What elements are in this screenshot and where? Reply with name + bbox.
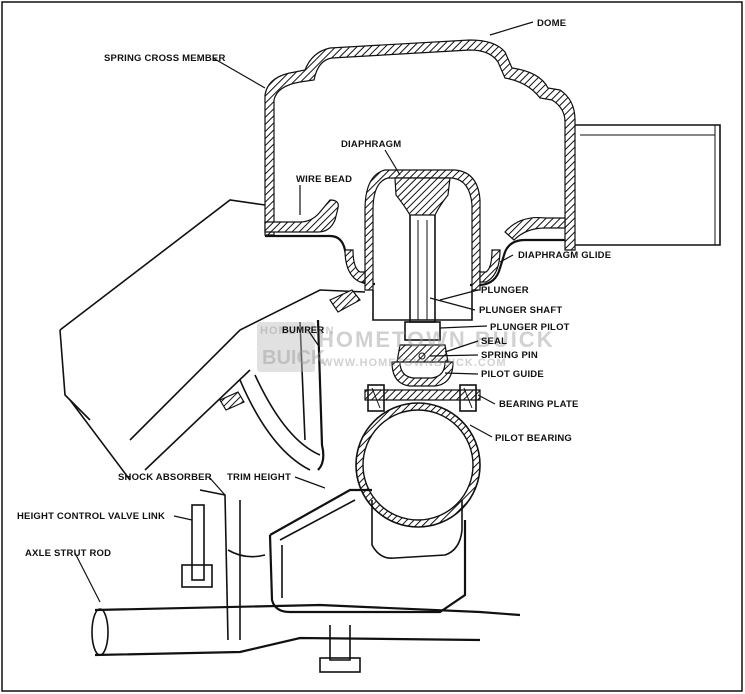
label-pilot-guide: PILOT GUIDE — [481, 369, 544, 380]
label-seal: SEAL — [481, 336, 507, 347]
label-bearing-plate: BEARING PLATE — [499, 399, 578, 410]
bearing-plate — [364, 384, 481, 412]
watermark-badge — [257, 322, 315, 372]
watermark-badge-top: HOMETOWN — [260, 325, 334, 337]
shock-absorber-body — [59, 199, 366, 481]
watermark-badge-bottom: BUICK — [262, 347, 326, 369]
label-wire-bead: WIRE BEAD — [296, 174, 352, 185]
label-bumper: BUMPER — [282, 325, 324, 336]
watermark-url: WWW.HOMETOWNBUICK.COM — [322, 357, 507, 369]
label-pilot-bearing: PILOT BEARING — [495, 433, 572, 444]
label-spring-cross-member: SPRING CROSS MEMBER — [104, 53, 226, 64]
label-axle-strut-rod: AXLE STRUT ROD — [25, 548, 111, 559]
label-spring-pin: SPRING PIN — [481, 350, 538, 361]
label-plunger-pilot: PLUNGER PILOT — [490, 322, 570, 333]
watermark: HOMETOWN BUICK HOMETOWN BUICK WWW.HOMETO… — [257, 322, 555, 372]
label-dome: DOME — [537, 18, 566, 29]
height-control-valve-link — [181, 489, 266, 641]
pilot-bearing — [355, 402, 481, 560]
label-plunger: PLUNGER — [481, 285, 529, 296]
dome-housing — [264, 39, 721, 251]
label-diaphragm: DIAPHRAGM — [341, 139, 401, 150]
plunger — [372, 177, 473, 323]
diaphragm — [344, 169, 566, 291]
label-plunger-shaft: PLUNGER SHAFT — [479, 305, 562, 316]
label-diaphragm-glide: DIAPHRAGM GLIDE — [518, 250, 611, 261]
leader-lines — [74, 21, 534, 603]
bumper — [299, 319, 325, 471]
label-height-control-valve-link: HEIGHT CONTROL VALVE LINK — [17, 511, 165, 522]
label-shock-absorber: SHOCK ABSORBER — [118, 472, 212, 483]
axle-strut-rod — [91, 603, 521, 673]
trim-height-bracket — [268, 488, 467, 614]
watermark-main: HOMETOWN BUICK — [318, 327, 555, 352]
labels: DOME SPRING CROSS MEMBER DIAPHRAGM WIRE … — [17, 18, 611, 559]
label-trim-height: TRIM HEIGHT — [227, 472, 291, 483]
plunger-pilot-assembly — [391, 321, 454, 387]
